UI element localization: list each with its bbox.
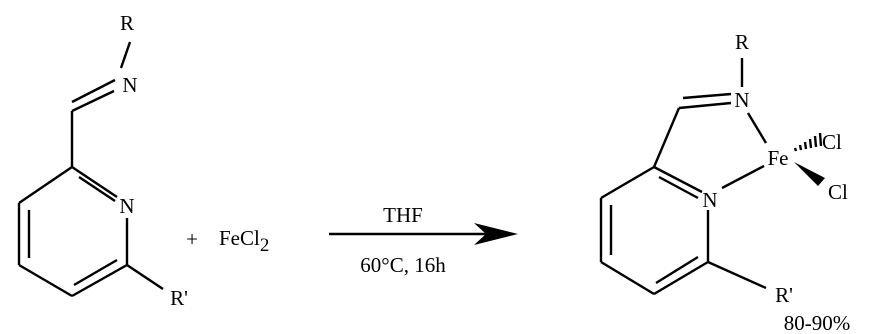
product-r-prime-label: R' — [775, 283, 793, 307]
product-r-label: R — [735, 30, 749, 54]
reagent-formula-subscript: 2 — [260, 235, 270, 256]
reactant-bond-r-n — [119, 41, 132, 69]
reagent-formula-base: FeCl — [219, 226, 260, 250]
reactant-ring-bond-c2-n-inner — [78, 176, 116, 202]
condition-solvent-label: THF — [383, 203, 423, 227]
condition-temperature-time-label: 60°C, 16h — [360, 253, 446, 277]
product-bond-c6-r-prime — [707, 260, 767, 290]
product-chloride-2-label: Cl — [828, 180, 848, 204]
product-bond-npy-fe — [721, 164, 765, 190]
reactant-bond-c6-r-prime — [126, 264, 164, 290]
product-bonds — [599, 58, 825, 296]
product-ring-bond-c3-c2 — [600, 165, 655, 200]
yield-label: 80-90% — [784, 311, 851, 334]
product-ring-bond-c6-c5 — [653, 260, 709, 296]
plus-sign: + — [186, 227, 198, 251]
reactant-ring-bond-c6-c5 — [71, 263, 128, 298]
reactant-bond-cn-imine-second — [71, 78, 116, 104]
reactant-r-prime-label: R' — [170, 286, 188, 310]
product-bond-c-c2 — [652, 107, 681, 168]
hash-line-5 — [813, 135, 818, 148]
product-metal-fe-label: Fe — [768, 146, 789, 170]
product-bond-n-fe — [746, 112, 768, 144]
hash-line-1 — [793, 147, 798, 152]
reactant-imine-n-label: N — [122, 73, 137, 97]
reactant-ring-bond-c5-c4 — [18, 263, 73, 298]
product-ring-bond-c6-c5-inner — [655, 255, 699, 285]
reaction-arrow — [329, 223, 518, 245]
reactant-ring-bond-c6-c5-inner — [73, 258, 118, 287]
product-bond-fe-cl-wedge — [794, 162, 825, 186]
reactant-bonds — [17, 41, 164, 298]
product-pyridine-n-label: N — [702, 188, 717, 212]
reactant-r-label: R — [120, 11, 134, 35]
product-ring-bond-c2-n-inner — [658, 175, 699, 200]
reactant-ligand: R N N R' — [17, 11, 188, 310]
hash-line-2 — [798, 144, 803, 151]
product-ring-bond-c5-c4 — [600, 260, 655, 296]
hash-line-3 — [803, 141, 808, 150]
reactant-pyridine-n-label: N — [119, 194, 134, 218]
product-chloride-1-label: Cl — [822, 130, 842, 154]
product-complex: R N Fe Cl Cl N R' — [599, 30, 848, 307]
product-bond-cn-imine-second — [682, 92, 732, 100]
product-imine-n-label: N — [734, 88, 749, 112]
arrow-head — [474, 223, 518, 245]
reactant-bond-cn-imine — [71, 89, 115, 113]
product-bond-fe-cl-hashed — [793, 132, 823, 152]
reactant-ring-bond-c3-c2 — [18, 166, 73, 204]
product-ring-bond-c2-n — [653, 165, 703, 194]
reactant-ring-bond-c2-n — [71, 166, 118, 198]
hash-line-4 — [808, 138, 813, 149]
reagent-fecl2: FeCl2 — [219, 226, 269, 256]
hash-line-6 — [818, 132, 823, 147]
product-bond-cn-imine — [678, 101, 732, 110]
